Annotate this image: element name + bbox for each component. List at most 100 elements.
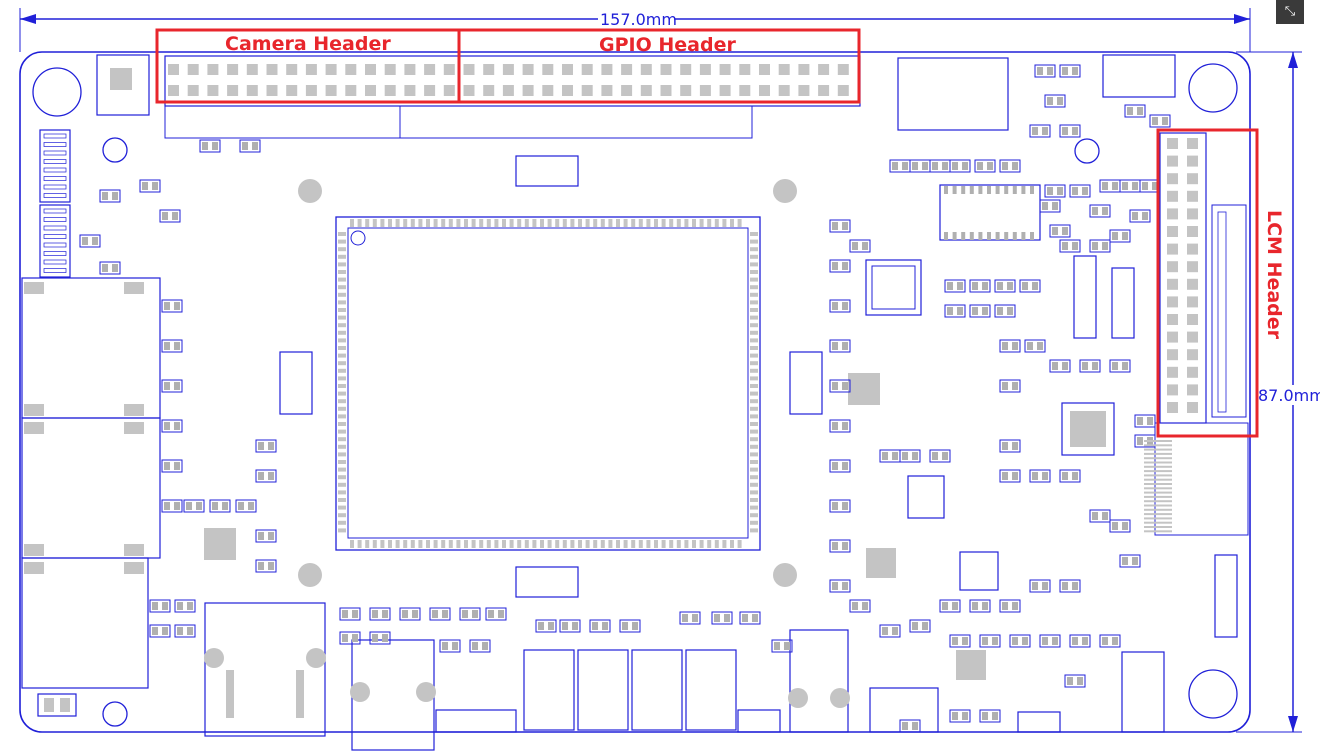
passive-part (999, 159, 1021, 173)
passive-part (369, 631, 391, 645)
passive-part (199, 139, 221, 153)
fpc-pin (1144, 495, 1172, 498)
fpc-pin (1144, 530, 1172, 533)
mounting-holes (32, 63, 1238, 727)
collapse-arrows-icon[interactable]: ⤡ (1276, 0, 1304, 24)
sop-pin (1030, 186, 1034, 240)
width-dimension: 157.0mm (19, 8, 1251, 52)
passive-part (399, 607, 421, 621)
sop-pin (995, 186, 1000, 240)
header-highlights: Camera Header GPIO Header LCM Header (155, 28, 1285, 438)
fpc-pin (1144, 452, 1172, 455)
fpc-pin (1144, 517, 1172, 520)
passive-part (174, 624, 196, 638)
passive-part (559, 619, 581, 633)
passive-part (1109, 229, 1131, 243)
passive-part (339, 631, 361, 645)
passive-part (899, 719, 921, 733)
passive-part (209, 499, 231, 513)
fpc-pin (1144, 461, 1172, 464)
passive-part (183, 499, 205, 513)
passive-part (1079, 359, 1101, 373)
pin-strip (43, 184, 67, 265)
gpio-header-highlight (457, 28, 861, 104)
passive-part (255, 559, 277, 573)
sop-pin (978, 186, 983, 240)
pin-strip (43, 142, 67, 222)
passive-part (929, 449, 951, 463)
passive-part (1019, 279, 1041, 293)
passive-part (929, 159, 951, 173)
passive-part (829, 419, 851, 433)
sop-pin (969, 186, 974, 240)
passive-part (969, 599, 991, 613)
fpc-pin (1144, 457, 1172, 460)
fpc-pin (1144, 521, 1172, 524)
lcm-header-label: LCM Header (1263, 210, 1285, 340)
passive-part (909, 159, 931, 173)
passive-part (679, 611, 701, 625)
gpio-header-label: GPIO Header (599, 34, 736, 56)
top-header-connector (164, 55, 861, 139)
pin-strip (43, 167, 67, 248)
sop-pin (987, 186, 991, 240)
passive-part (1099, 179, 1121, 193)
passive-part (969, 304, 991, 318)
fpc-pin (1144, 487, 1172, 490)
passive-part (1059, 64, 1081, 78)
qfp-chip (204, 265, 1106, 680)
passive-components (43, 64, 1172, 733)
passive-part (939, 599, 961, 613)
passive-part (1149, 114, 1171, 128)
passive-part (161, 299, 183, 313)
passive-part (99, 261, 121, 275)
passive-part (1064, 674, 1086, 688)
passive-part (1049, 359, 1071, 373)
passive-part (159, 209, 181, 223)
passive-part (459, 607, 481, 621)
passive-part (969, 279, 991, 293)
passive-part (829, 499, 851, 513)
lcm-header-highlight (1156, 128, 1259, 438)
fpc-pin (1144, 470, 1172, 473)
passive-part (1099, 634, 1121, 648)
passive-part (469, 639, 491, 653)
width-dimension-label: 157.0mm (600, 10, 677, 29)
passive-part (899, 449, 921, 463)
passive-part (1029, 579, 1051, 593)
passive-part (1089, 239, 1111, 253)
passive-part (829, 579, 851, 593)
pin-strip (43, 159, 67, 239)
passive-part (999, 339, 1021, 353)
soc-side-components (279, 54, 1176, 598)
passive-part (79, 234, 101, 248)
passive-part (174, 599, 196, 613)
passive-part (589, 619, 611, 633)
fpc-pin (1144, 448, 1172, 451)
passive-part (1089, 509, 1111, 523)
passive-part (619, 619, 641, 633)
board-outline (19, 51, 1251, 733)
passive-part (829, 259, 851, 273)
passive-part (1109, 359, 1131, 373)
passive-part (949, 159, 971, 173)
passive-part (485, 607, 507, 621)
passive-part (255, 529, 277, 543)
passive-part (999, 439, 1021, 453)
fpc-pin (1144, 440, 1172, 442)
passive-part (1109, 519, 1131, 533)
passive-part (909, 619, 931, 633)
passive-part (1069, 184, 1091, 198)
passive-part (739, 611, 761, 625)
passive-part (1029, 124, 1051, 138)
passive-part (879, 624, 901, 638)
pin-strip (43, 193, 67, 273)
passive-part (339, 607, 361, 621)
sop-pin (952, 186, 957, 240)
passive-part (161, 339, 183, 353)
passive-part (944, 279, 966, 293)
passive-part (829, 459, 851, 473)
passive-part (1124, 104, 1146, 118)
passive-part (849, 599, 871, 613)
fpc-pin (1144, 478, 1172, 481)
